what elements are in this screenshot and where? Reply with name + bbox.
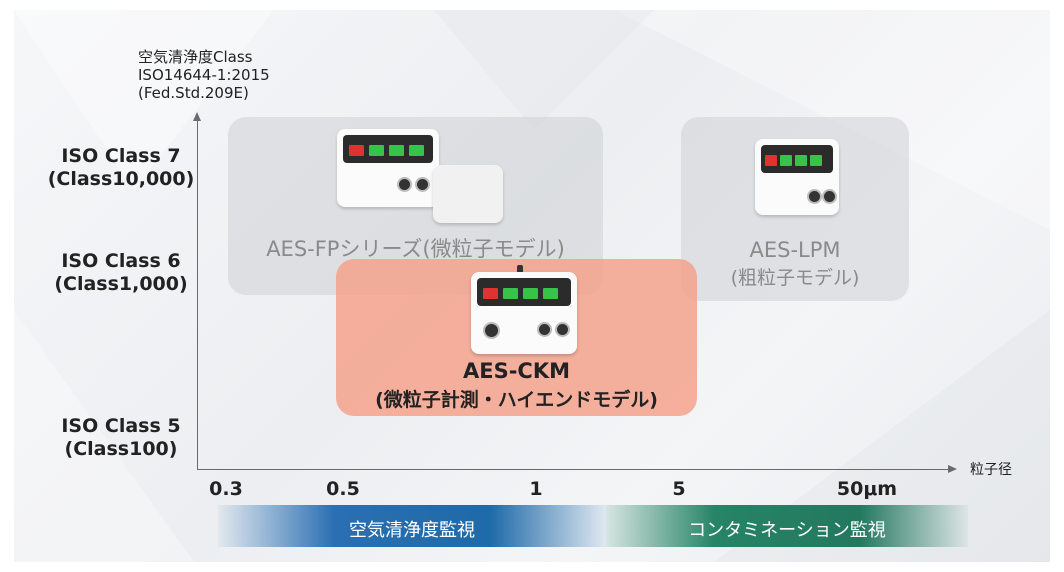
status-led-green [369,145,384,156]
y-tick-class: ISO Class 7 [61,145,181,167]
x-axis-line [197,469,949,470]
x-tick-0-3: 0.3 [209,478,243,500]
x-tick-5: 5 [672,478,686,500]
x-tick-50um: 50μm [836,478,898,500]
device-button [555,322,570,337]
status-led-red [349,145,364,156]
aes-lpm-device-image [755,139,839,215]
x-axis-arrow [948,465,957,473]
y-tick-iso-class-6: ISO Class 6 (Class1,000) [46,250,196,296]
device-display-panel [761,145,833,173]
y-tick-fed: (Class1,000) [54,273,188,295]
device-button [397,177,412,192]
x-tick-0-5: 0.5 [326,478,360,500]
y-axis-title-line: (Fed.Std.209E) [138,84,249,102]
status-led-green [543,288,558,299]
y-tick-fed: (Class100) [64,438,178,460]
device-button [807,189,822,204]
status-led-red [765,155,777,166]
y-tick-fed: (Class10,000) [47,168,195,190]
status-led-red [483,288,498,299]
y-tick-iso-class-5: ISO Class 5 (Class100) [46,415,196,461]
background-facets [14,10,1050,562]
y-axis-title: 空気清浄度Class ISO14644-1:2015 (Fed.Std.209E… [138,48,270,102]
aes-lpm-label: AES-LPM [749,238,841,262]
status-led-green [795,155,807,166]
status-led-green [810,155,822,166]
status-led-green [389,145,404,156]
y-tick-iso-class-7: ISO Class 7 (Class10,000) [46,145,196,191]
y-tick-class: ISO Class 5 [61,415,181,437]
y-tick-class: ISO Class 6 [61,250,181,272]
device-button [822,189,837,204]
aes-ckm-inlet [517,265,523,275]
contamination-monitoring-label: コンタミネーション監視 [688,520,886,541]
air-monitoring-band [218,505,606,547]
status-led-green [503,288,518,299]
device-button [415,177,430,192]
x-axis-title: 粒子径 [970,462,1012,478]
y-axis-arrow [193,112,201,121]
device-display-panel [343,135,433,163]
aes-ckm-device-image [471,272,577,354]
status-led-green [780,155,792,166]
device-port [483,322,500,339]
y-axis-line [197,120,198,470]
aes-lpm-subtitle: (粗粒子モデル) [730,267,860,289]
y-axis-title-line: 空気清浄度Class [138,48,253,66]
aes-fp-device-image [337,129,439,207]
y-axis-title-line: ISO14644-1:2015 [138,66,270,84]
device-display-panel [477,278,571,306]
air-monitoring-label: 空気清浄度監視 [349,520,475,541]
diagram-canvas [14,10,1050,562]
aes-ckm-subtitle: (微粒子計測・ハイエンドモデル) [375,389,658,411]
device-button [537,322,552,337]
x-tick-1: 1 [529,478,543,500]
aes-fp-sensor-image [433,165,503,223]
status-led-green [523,288,538,299]
status-led-green [409,145,424,156]
contamination-monitoring-band [606,505,968,547]
aes-ckm-label: AES-CKM [462,359,571,383]
aes-fp-label: AES-FPシリーズ(微粒子モデル) [266,237,565,261]
